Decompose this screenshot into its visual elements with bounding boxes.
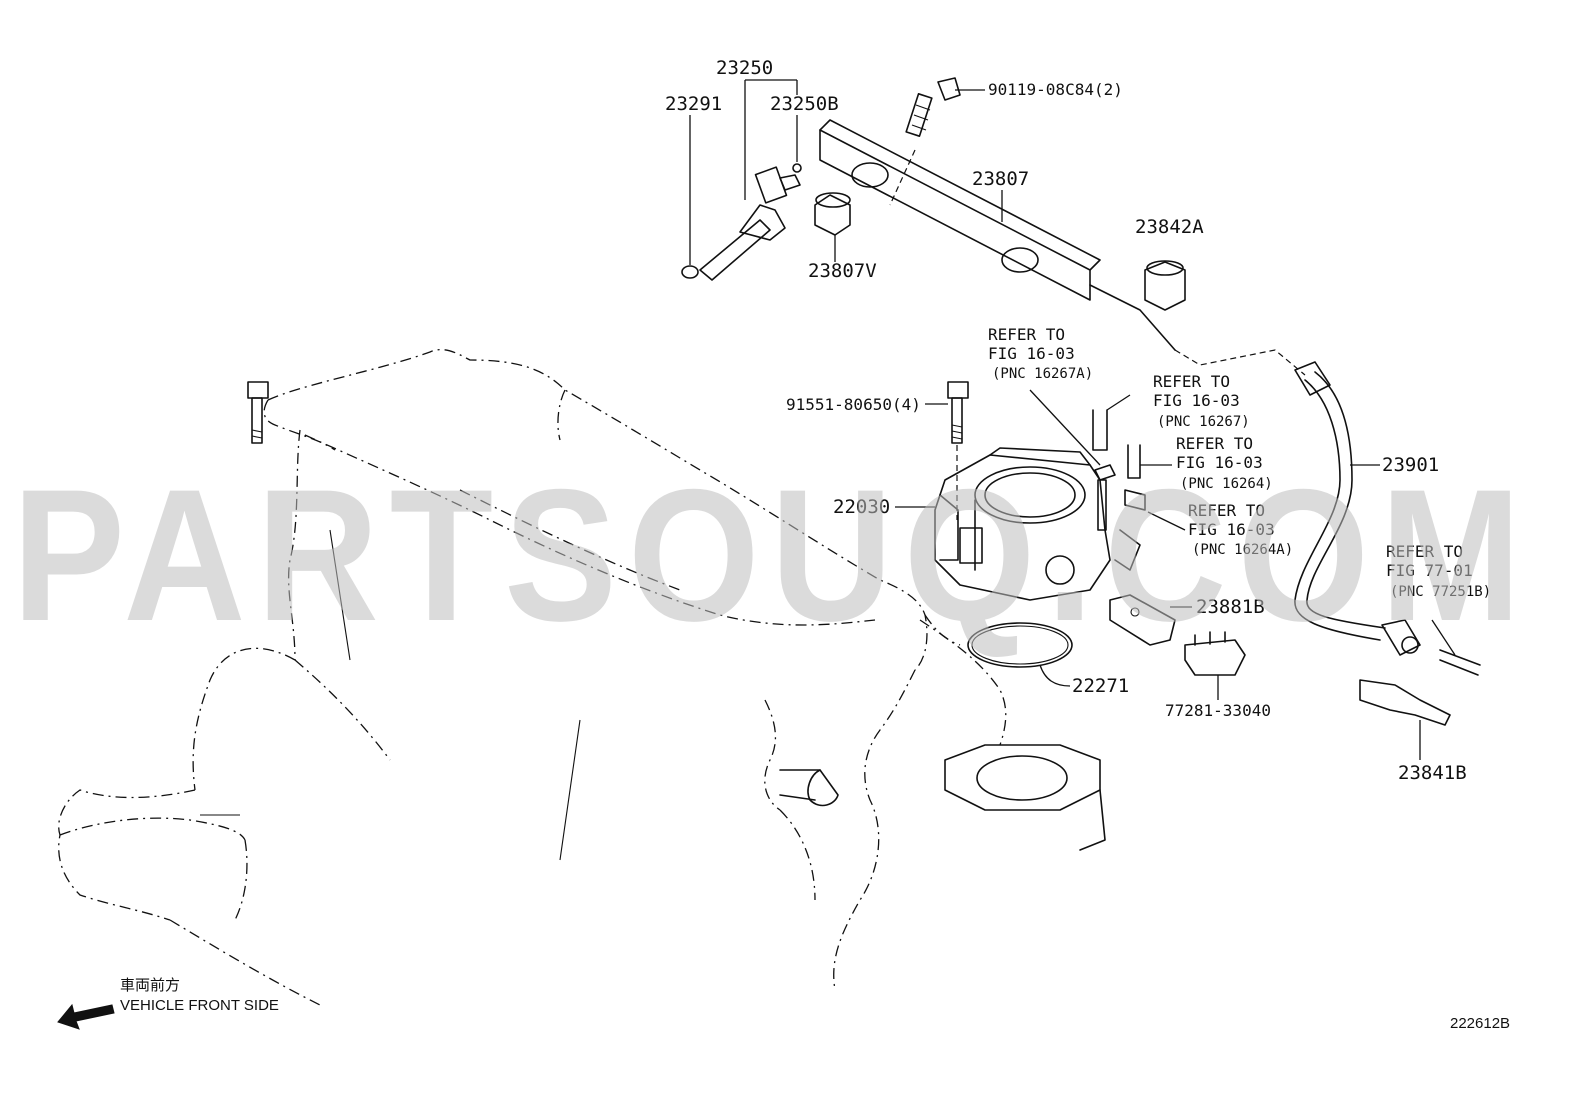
refer-1-line2: FIG 16-03 <box>988 344 1075 363</box>
fuel-hose <box>1294 361 1481 676</box>
engine-lines <box>200 529 581 861</box>
label-91551: 91551-80650(4) <box>786 395 921 414</box>
refer-1-line3: (PNC 16267A) <box>992 366 1093 382</box>
refer-block-16267: REFER TO FIG 16-03 (PNC 16267) <box>1153 372 1250 430</box>
refer-1-line1: REFER TO <box>988 325 1065 344</box>
clamp-23841b <box>1359 679 1451 760</box>
bracket-23881b <box>1109 594 1192 646</box>
refer-3-line3: (PNC 16264) <box>1180 476 1273 492</box>
part-labels: 23250 23291 23250B 90119-08C84(2) 23807 … <box>665 57 1467 784</box>
label-23881b: 23881B <box>1196 596 1265 618</box>
refer-4-line2: FIG 16-03 <box>1188 520 1275 539</box>
insulator <box>814 192 851 262</box>
refer-block-16267a: REFER TO FIG 16-03 (PNC 16267A) <box>988 325 1093 382</box>
refer-2-line3: (PNC 16267) <box>1157 414 1250 430</box>
engine-outline <box>58 348 1007 1006</box>
label-22271: 22271 <box>1072 675 1129 697</box>
watermark: PARTSOUQ.COM <box>12 450 1532 660</box>
bolt-90119 <box>889 77 985 206</box>
refer-4-line1: REFER TO <box>1188 501 1265 520</box>
intake-flange <box>779 744 1106 851</box>
gasket <box>967 622 1073 687</box>
refer-2-line1: REFER TO <box>1153 372 1230 391</box>
refer-3-line2: FIG 16-03 <box>1176 453 1263 472</box>
refer-block-16264a: REFER TO FIG 16-03 (PNC 16264A) <box>1188 501 1293 558</box>
label-22030: 22030 <box>833 496 890 518</box>
rail-hose-connection <box>1174 349 1306 376</box>
refer-5-line3: (PNC 77251B) <box>1390 584 1491 600</box>
vehicle-front-jp: 車両前方 <box>120 977 180 994</box>
throttle-body <box>895 447 1146 601</box>
label-23841b: 23841B <box>1398 762 1467 784</box>
injector-leaders <box>689 79 798 265</box>
refer-5-line1: REFER TO <box>1386 542 1463 561</box>
refer-3-line1: REFER TO <box>1176 434 1253 453</box>
label-23250b: 23250B <box>770 93 839 115</box>
label-23250: 23250 <box>716 57 773 79</box>
label-23901: 23901 <box>1382 454 1439 476</box>
grommet <box>1144 260 1186 311</box>
bolt-91551 <box>247 381 269 444</box>
label-23291: 23291 <box>665 93 722 115</box>
label-23807v: 23807V <box>808 260 877 282</box>
refer-4-line3: (PNC 16264A) <box>1192 542 1293 558</box>
diagram-code: 222612B <box>1450 1015 1510 1032</box>
refer-leaders <box>1029 389 1456 656</box>
vehicle-front-en: VEHICLE FRONT SIDE <box>120 997 279 1014</box>
label-23807: 23807 <box>972 168 1029 190</box>
refer-block-16264: REFER TO FIG 16-03 (PNC 16264) <box>1176 434 1273 492</box>
fuel-injector <box>681 163 802 281</box>
refer-2-line2: FIG 16-03 <box>1153 391 1240 410</box>
label-23842a: 23842A <box>1135 216 1204 238</box>
label-90119: 90119-08C84(2) <box>988 80 1123 99</box>
bolt-91551-real <box>925 381 969 520</box>
clamp-77281 <box>1184 631 1246 700</box>
refer-block-77251b: REFER TO FIG 77-01 (PNC 77251B) <box>1386 542 1491 600</box>
fuel-rail <box>819 119 1176 351</box>
label-77281: 77281-33040 <box>1165 701 1271 720</box>
arrow-left-down-icon <box>57 1003 115 1030</box>
refer-5-line2: FIG 77-01 <box>1386 561 1473 580</box>
